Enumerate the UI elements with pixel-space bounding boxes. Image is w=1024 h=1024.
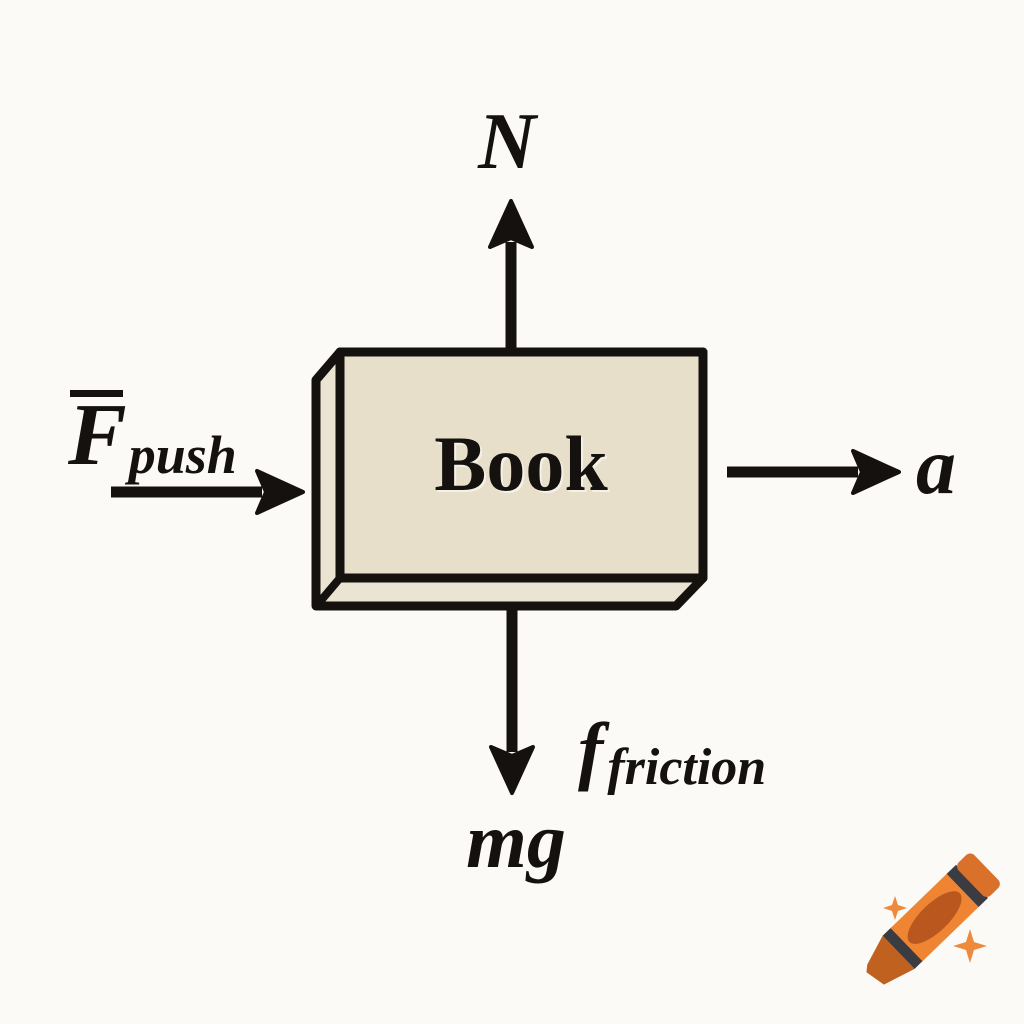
book-box [311,347,708,611]
acceleration-label: a [916,423,956,511]
weight-label: mg [466,797,566,884]
crayon-cap [957,853,1000,897]
crayon-stripe [882,926,924,969]
crayon-tip [866,935,915,985]
acceleration-arrowhead-icon [851,449,901,495]
friction-force-symbol: f [578,708,604,792]
book-front-face [335,347,708,583]
crayon-label-oval [907,891,962,944]
sparkle-icon [953,929,987,963]
friction-force-subscript: friction [607,739,767,796]
crayon-icon [866,853,1000,985]
normal-arrowhead-icon [488,199,534,249]
normal-force-arrow [488,199,534,355]
acceleration-arrow [727,449,901,495]
weight-arrowhead-icon [489,745,535,795]
object-label: Book [434,420,608,507]
push-arrowhead-icon [255,469,305,515]
book-corner-edge [314,575,344,607]
push-force-subscript: push [128,425,237,485]
push-force-label: Fpush [68,387,237,485]
sparkle-icon [883,896,907,920]
push-force-arrow [111,469,305,515]
push-force-symbol: F [68,387,127,484]
weight-arrow [489,606,535,795]
normal-force-label: N [478,98,536,186]
friction-force-label: ffriction [578,712,766,794]
crayon-stripe [946,864,988,908]
